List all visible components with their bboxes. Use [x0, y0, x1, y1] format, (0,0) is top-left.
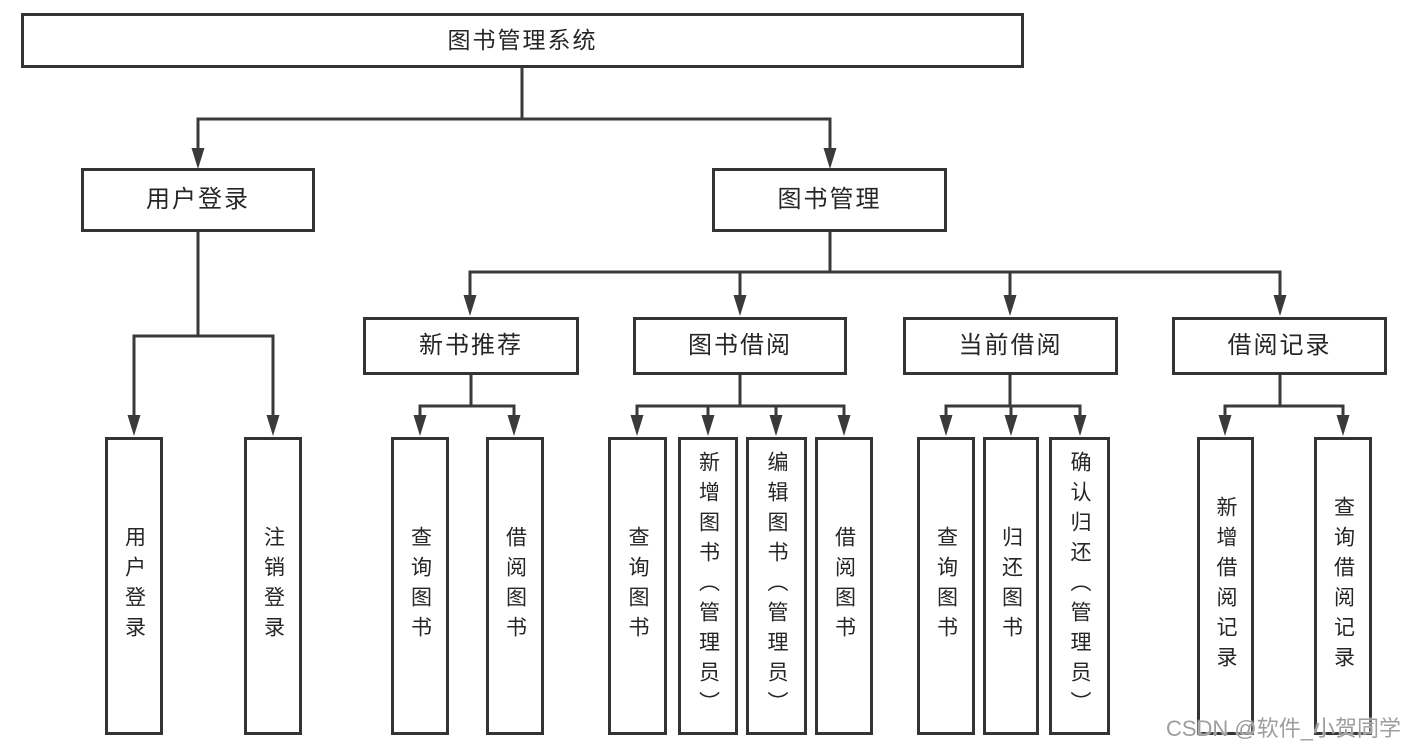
- node-label: 图书借阅: [688, 332, 792, 359]
- leaf-query-books-current: 查询图书: [917, 437, 975, 735]
- watermark: CSDN @软件_小贺同学: [1165, 716, 1401, 741]
- leaf-return-books: 归还图书: [983, 437, 1039, 735]
- node-label: 用户登录: [122, 526, 146, 646]
- node-label: 新增图书（管理员）: [696, 451, 720, 721]
- leaf-borrow-books-recommend: 借阅图书: [486, 437, 544, 735]
- node-label: 新增借阅记录: [1214, 496, 1237, 676]
- leaf-edit-book-admin: 编辑图书（管理员）: [746, 437, 807, 735]
- node-label: 编辑图书（管理员）: [765, 451, 788, 721]
- node-label: 确认归还（管理员）: [1068, 451, 1091, 721]
- node-label: 查询图书: [408, 526, 432, 646]
- leaf-confirm-return-admin: 确认归还（管理员）: [1049, 437, 1110, 735]
- node-root-library-system: 图书管理系统: [21, 13, 1024, 68]
- node-user-login: 用户登录: [81, 168, 315, 232]
- leaf-user-login: 用户登录: [105, 437, 163, 735]
- node-label: 查询图书: [934, 526, 958, 646]
- node-book-management: 图书管理: [712, 168, 947, 232]
- node-label: 归还图书: [999, 526, 1023, 646]
- node-label: 查询图书: [626, 526, 649, 646]
- leaf-query-borrow-record: 查询借阅记录: [1314, 437, 1372, 735]
- leaf-borrow-books: 借阅图书: [815, 437, 873, 735]
- node-new-book-recommend: 新书推荐: [363, 317, 579, 375]
- node-label: 图书管理系统: [447, 27, 598, 53]
- node-label: 借阅图书: [503, 526, 527, 646]
- node-label: 新书推荐: [419, 332, 523, 359]
- node-book-borrow: 图书借阅: [633, 317, 847, 375]
- leaf-query-books-borrow: 查询图书: [608, 437, 667, 735]
- leaf-add-book-admin: 新增图书（管理员）: [678, 437, 738, 735]
- node-label: 查询借阅记录: [1331, 496, 1355, 676]
- node-current-borrow: 当前借阅: [903, 317, 1118, 375]
- node-borrow-records: 借阅记录: [1172, 317, 1387, 375]
- leaf-add-borrow-record: 新增借阅记录: [1197, 437, 1254, 735]
- leaf-logout: 注销登录: [244, 437, 302, 735]
- leaf-query-books-recommend: 查询图书: [391, 437, 449, 735]
- node-label: 借阅图书: [832, 526, 856, 646]
- node-label: 用户登录: [146, 186, 250, 213]
- node-label: 注销登录: [261, 526, 285, 646]
- node-label: 借阅记录: [1227, 332, 1332, 359]
- node-label: 图书管理: [777, 186, 882, 213]
- node-label: 当前借阅: [958, 332, 1063, 359]
